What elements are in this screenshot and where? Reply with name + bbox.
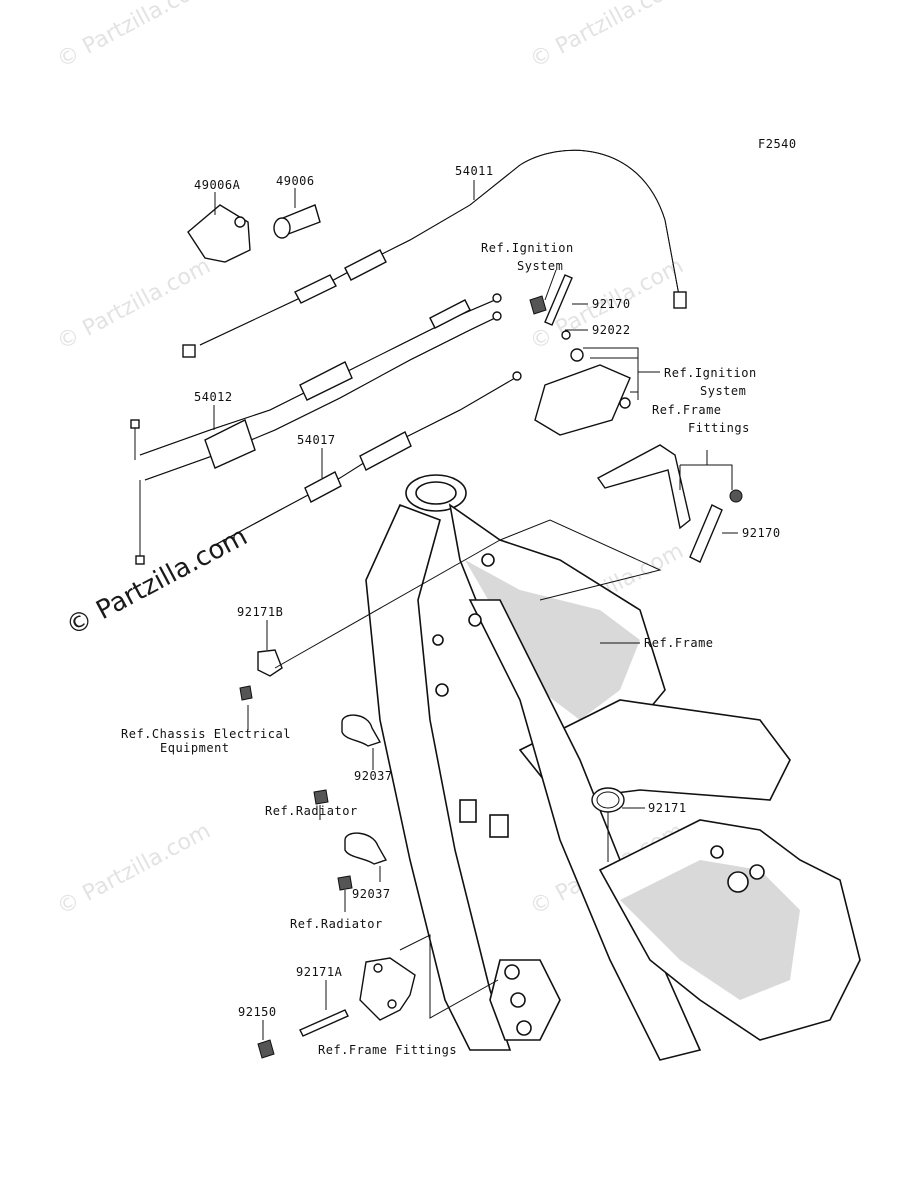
label-ref-frame-fittings: Ref.Frame (652, 403, 722, 417)
clamp-92171 (591, 787, 625, 813)
label-ref-frame: Ref.Frame (644, 636, 714, 650)
frame-fitting-plate (359, 957, 416, 1021)
leader-lines (213, 180, 738, 1040)
clamp-92171B (239, 649, 283, 701)
label-ref-radiator-a: Ref.Radiator (265, 804, 358, 818)
bolt-92150 (257, 1039, 275, 1059)
label-ref-frame-fittings-sub: Fittings (688, 421, 750, 435)
clamp-92037-upper (313, 714, 382, 805)
label-ref-radiator-b: Ref.Radiator (290, 917, 383, 931)
label-92171B: 92171B (237, 605, 283, 619)
label-ref-ignition-2: Ref.Ignition (664, 366, 757, 380)
watermark: © Partzilla.com (53, 0, 215, 73)
watermark: © Partzilla.com (53, 819, 215, 921)
label-92171A: 92171A (296, 965, 343, 979)
label-92150: 92150 (238, 1005, 277, 1019)
label-92171: 92171 (648, 801, 687, 815)
label-54012: 54012 (194, 390, 233, 404)
throttle-housing-cover (187, 204, 251, 263)
label-ref-ignition-1-sub: System (517, 259, 563, 273)
watermark-main: © Partzilla.com (61, 521, 252, 642)
throttle-cable-54011 (182, 149, 687, 358)
label-92170-a: 92170 (592, 297, 631, 311)
label-49006A: 49006A (194, 178, 241, 192)
label-ref-ignition-2-sub: System (700, 384, 746, 398)
motorcycle-frame (365, 474, 861, 1061)
watermark: © Partzilla.com (526, 0, 688, 73)
ignition-clip-92170 (529, 274, 573, 326)
label-92037-b: 92037 (352, 887, 391, 901)
label-54011: 54011 (455, 164, 494, 178)
ignition-bracket (596, 444, 743, 563)
label-92170-b: 92170 (742, 526, 781, 540)
part-labels: 49006A 49006 54011 Ref.Ignition System 9… (121, 164, 781, 1057)
bolt-92171A (299, 1009, 349, 1037)
watermark: © Partzilla.com (53, 254, 215, 356)
ignition-module (534, 330, 631, 436)
label-92022: 92022 (592, 323, 631, 337)
label-ref-chassis-sub: Equipment (160, 741, 230, 755)
label-ref-chassis: Ref.Chassis Electrical (121, 727, 291, 741)
label-54017: 54017 (297, 433, 336, 447)
label-ref-ignition-1: Ref.Ignition (481, 241, 574, 255)
clamp-92037-lower (337, 832, 388, 891)
throttle-grip (273, 204, 321, 239)
throttle-cable-54012 (130, 293, 502, 565)
label-ref-frame-fittings-c: Ref.Frame Fittings (318, 1043, 457, 1057)
label-92037-a: 92037 (354, 769, 393, 783)
choke-cable-54017 (214, 371, 522, 546)
label-49006: 49006 (276, 174, 315, 188)
diagram-code: F2540 (758, 137, 797, 151)
